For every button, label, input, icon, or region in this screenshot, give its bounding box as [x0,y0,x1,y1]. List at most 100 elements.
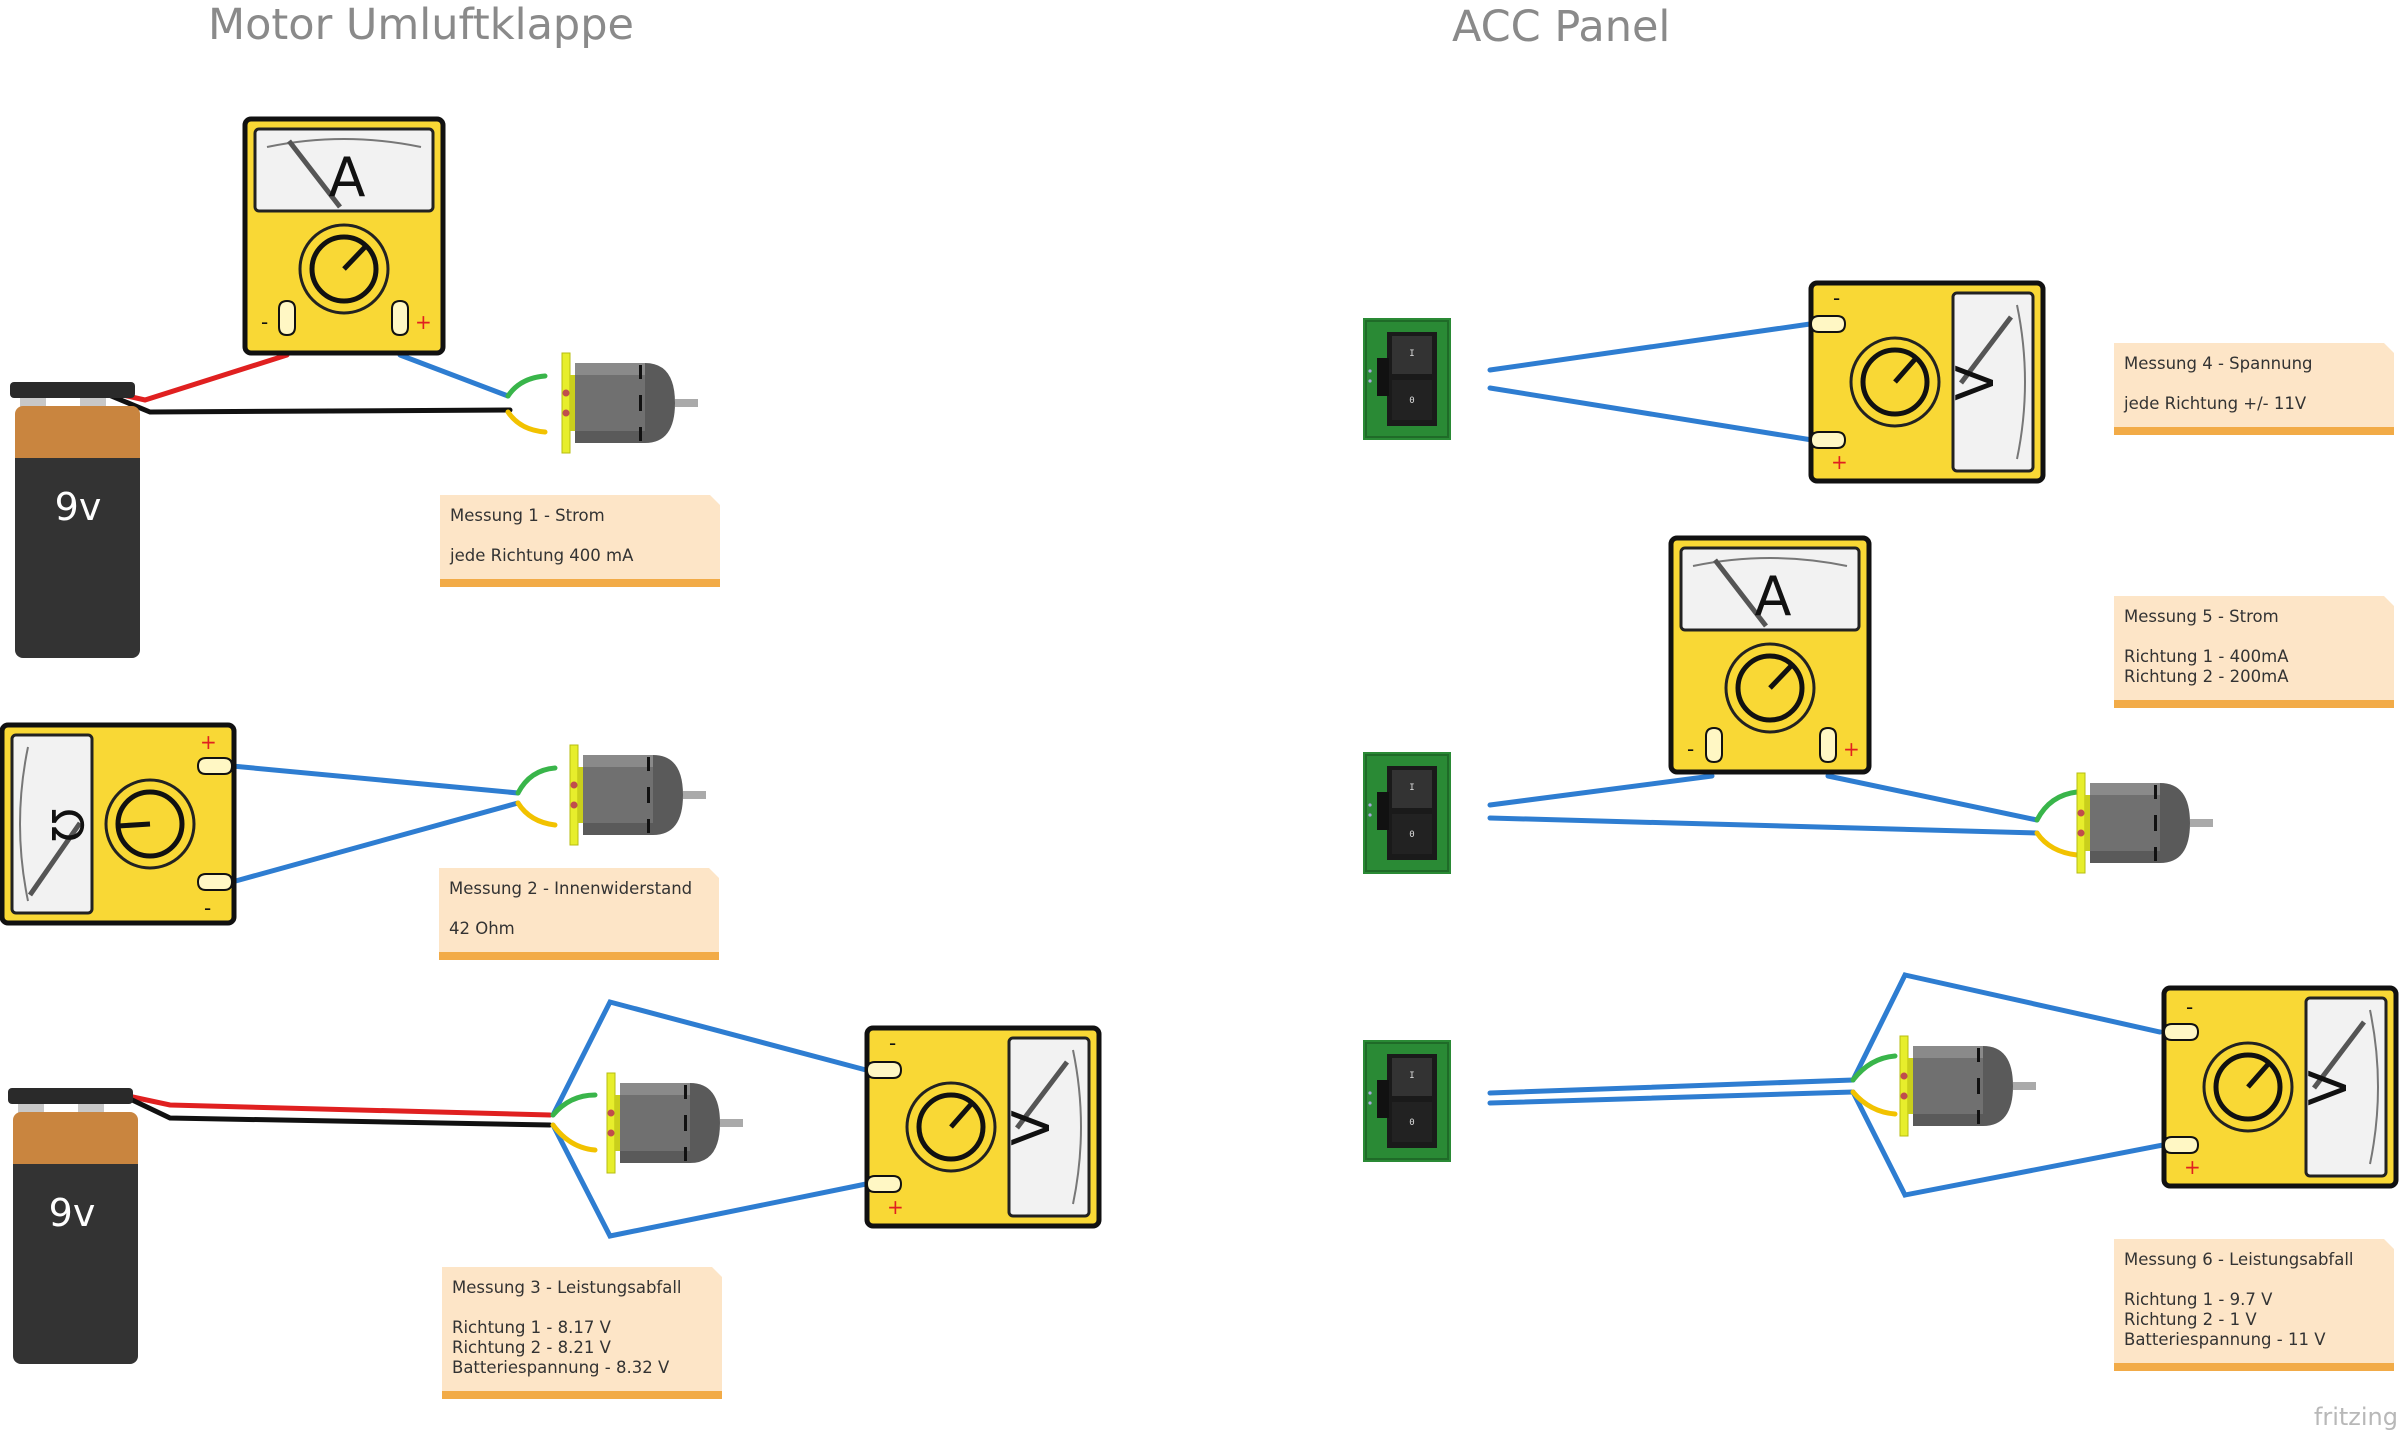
switch-off-label-5: 0 [1409,830,1414,840]
note-line: jede Richtung +/- 11V [2124,394,2307,413]
voltmeter-symbol-3: V [1002,1110,1062,1146]
wire-blue-switch4-bottom [1487,385,1815,443]
title-motor-umluftklappe: Motor Umluftklappe [208,0,634,50]
wire-green-motor5 [2034,789,2080,823]
voltmeter-symbol-6: V [2299,1070,2359,1106]
fritzing-brand: fritzing [2313,1403,2398,1431]
battery-label-3: 9v [49,1191,96,1235]
voltmeter-4: V - + [1811,283,2043,481]
wire-blue-ammeter-motor [397,352,511,399]
wire-blue-ammeter-motor5 [1825,773,2040,823]
setup-4: I 0 V - + [1362,283,2043,481]
note-title: Messung 5 - Strom [2124,607,2279,626]
ammeter-symbol-1: A [329,146,366,209]
ohmmeter-2: Ω + - [2,725,234,923]
probe-minus-1 [278,300,296,336]
probe-plus-2 [197,757,233,775]
probe-minus-label-1: - [261,310,268,334]
note-messung-5: Messung 5 - Strom Richtung 1 - 400mA Ric… [2114,596,2394,708]
ammeter-symbol-5: A [1755,565,1792,628]
note-messung-1: Messung 1 - Strom jede Richtung 400 mA [440,495,720,587]
note-messung-6: Messung 6 - Leistungsabfall Richtung 1 -… [2114,1239,2394,1371]
voltmeter-symbol-4: V [1946,365,2006,401]
wire-blue-loop3-top [550,999,869,1118]
wire-blue-switch5-motor5 [1487,815,2040,836]
switch-on-label-6: I [1409,1071,1414,1081]
note-line: Richtung 1 - 8.17 V [452,1318,611,1337]
note-messung-3: Messung 3 - Leistungsabfall Richtung 1 -… [442,1267,722,1399]
probe-plus-6 [2163,1136,2199,1154]
wire-green-motor1 [505,373,548,399]
probe-plus-label-2: + [200,730,217,754]
setup-6: I 0 V - + [1362,988,2396,1186]
note-title: Messung 4 - Spannung [2124,354,2313,373]
probe-minus-label-5: - [1687,737,1694,761]
wire-blue-ohm-top [229,763,521,796]
probe-plus-label-6: + [2184,1155,2201,1179]
probe-plus-5 [1819,727,1837,763]
wires [89,321,2166,1239]
wire-blue-loop3-bottom [550,1122,869,1239]
ammeter-5: A - + [1671,538,1869,772]
probe-minus-label-6: - [2186,995,2193,1019]
setup-5: I 0 A - + [1362,538,2214,875]
wire-yellow-motor5 [2034,830,2080,858]
switch-6: I 0 [1362,1039,1452,1163]
wire-blue-switch6-top [1487,1077,1856,1096]
probe-plus-label-4: + [1831,450,1848,474]
wire-yellow-motor1 [505,409,548,435]
note-messung-4: Messung 4 - Spannung jede Richtung +/- 1… [2114,343,2394,435]
switch-4: I 0 [1362,317,1452,441]
battery-label-1: 9v [55,485,102,529]
motor-1 [561,352,699,454]
probe-plus-1 [391,300,409,336]
ammeter-1: A - + [245,119,443,353]
switch-on-label-4: I [1409,349,1414,359]
switch-off-label-4: 0 [1409,396,1414,406]
note-line: Richtung 2 - 1 V [2124,1310,2257,1329]
note-line: Richtung 2 - 200mA [2124,667,2289,686]
wire-black-battery-motor [89,385,513,415]
note-line: Richtung 1 - 400mA [2124,647,2289,666]
motor-5 [2076,772,2214,874]
note-title: Messung 6 - Leistungsabfall [2124,1250,2354,1269]
switch-on-label-5: I [1409,783,1414,793]
voltmeter-3: V - + [867,1028,1099,1226]
voltmeter-6: V - + [2164,988,2396,1186]
wire-blue-switch4-top [1487,321,1813,373]
wire-blue-ohm-bottom [229,800,521,885]
switch-5: I 0 [1362,751,1452,875]
motor-6 [1899,1035,2037,1137]
probe-plus-4 [1810,431,1846,449]
wire-green-motor2 [515,765,558,796]
note-line: Richtung 1 - 9.7 V [2124,1290,2273,1309]
note-line: Batteriespannung - 11 V [2124,1330,2326,1349]
probe-minus-2 [197,873,233,891]
motor-3 [606,1072,744,1174]
probe-plus-label-3: + [887,1195,904,1219]
note-line: 42 Ohm [449,919,515,938]
ohmmeter-symbol-2: Ω [41,808,92,842]
wire-yellow-motor6 [1850,1089,1898,1117]
wire-green-motor6 [1850,1053,1898,1083]
probe-minus-3 [866,1061,902,1079]
wire-blue-loop6-top [1850,972,2163,1083]
note-title: Messung 2 - Innenwiderstand [449,879,693,898]
wire-blue-switch5-ammeter [1487,773,1715,808]
probe-minus-label-4: - [1833,286,1840,310]
probe-minus-label-2: - [204,896,211,920]
title-acc-panel: ACC Panel [1452,2,1671,52]
wire-blue-switch6-bottom [1487,1089,1856,1106]
wire-red-battery-motor3 [125,1093,553,1118]
setup-3: 9v V - + [8,1028,1099,1364]
setup-1: 9v A - + [10,119,699,658]
wire-black-battery-motor3 [125,1095,553,1128]
probe-minus-5 [1705,727,1723,763]
note-title: Messung 3 - Leistungsabfall [452,1278,682,1297]
motor-2 [569,744,707,846]
switch-off-label-6: 0 [1409,1118,1414,1128]
wire-green-motor3 [550,1092,598,1118]
note-messung-2: Messung 2 - Innenwiderstand 42 Ohm [439,868,719,960]
note-line: Richtung 2 - 8.21 V [452,1338,611,1357]
probe-minus-label-3: - [889,1031,896,1055]
